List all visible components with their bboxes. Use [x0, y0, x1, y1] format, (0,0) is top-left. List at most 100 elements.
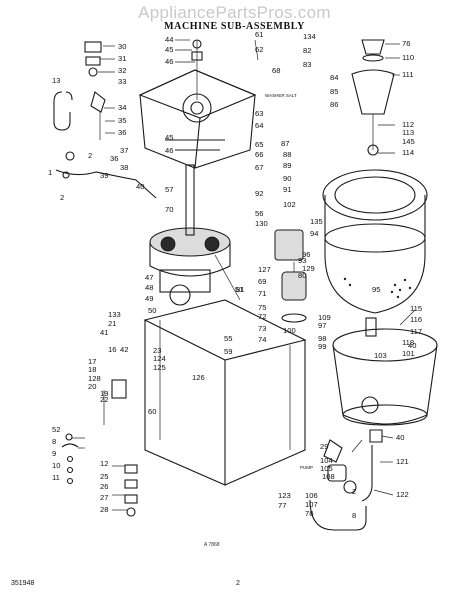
callout-label: 8 [352, 511, 356, 520]
callout-label: 100 [283, 326, 296, 335]
callout-label: 99 [318, 342, 326, 351]
callout-label: 126 [192, 373, 205, 382]
callout-label: 87 [281, 139, 289, 148]
callout-label: 51 [235, 285, 243, 294]
callout-label: 30 [118, 42, 126, 51]
callout-label: 33 [118, 77, 126, 86]
callout-label: 18 [88, 365, 96, 374]
callout-label: 57 [165, 185, 173, 194]
callout-label: 116 [410, 315, 422, 324]
callout-label: 113 [402, 128, 414, 137]
callout-label: 135 [310, 217, 323, 226]
figure-code: A 7868 [204, 542, 220, 548]
callout-label: 66 [255, 150, 263, 159]
callout-label: 68 [272, 66, 280, 75]
callout-label: 52 [52, 425, 60, 434]
callout-label: 111 [402, 70, 414, 79]
callout-label: 67 [255, 163, 263, 172]
callout-label: 97 [318, 321, 326, 330]
outer-tub-drawing [332, 317, 438, 426]
callout-label: 145 [402, 137, 415, 146]
callout-label: 129 [302, 264, 315, 273]
callout-label: 118 [402, 338, 414, 347]
callout-label: 96 [302, 250, 310, 259]
left-hardware-drawing [61, 379, 138, 517]
callout-label: 37 [120, 146, 128, 155]
callout-label: 48 [145, 283, 153, 292]
footer-page-number: 2 [236, 580, 240, 587]
callout-label: 121 [396, 457, 409, 466]
motor-drawing [274, 229, 307, 323]
callout-label: 78 [305, 509, 313, 518]
callout-label: 77 [278, 501, 286, 510]
footer-part-number: 351948 [11, 580, 35, 587]
pump-and-hose-drawing [309, 429, 383, 531]
callout-label: 46 [165, 146, 173, 155]
hose-and-clamp-drawing [53, 41, 157, 199]
callout-label: 71 [258, 289, 266, 298]
callout-label: 34 [118, 103, 126, 112]
callout-label: 46 [165, 57, 173, 66]
callout-label: 112 [402, 120, 414, 129]
callout-label: 93 [298, 256, 306, 265]
callout-label: 110 [402, 53, 414, 62]
callout-label: 91 [283, 185, 291, 194]
callout-label: 64 [255, 121, 263, 130]
callout-label: 55 [224, 334, 232, 343]
callout-label: 72 [258, 312, 266, 321]
callout-label: 38 [120, 163, 128, 172]
callout-label: 22 [100, 395, 108, 404]
callout-label: 42 [120, 345, 128, 354]
callout-label: 62 [255, 45, 263, 54]
callout-label: 134 [303, 32, 316, 41]
callout-label: 133 [108, 310, 121, 319]
callout-label: 2 [60, 193, 64, 202]
callout-label: 63 [255, 109, 263, 118]
callout-label: 94 [310, 229, 318, 238]
callout-label: 104 [320, 456, 333, 465]
support-plate-drawing [138, 39, 257, 169]
tub-basket-drawing [322, 39, 428, 314]
callout-label: 108 [322, 472, 335, 481]
callout-label: 40 [136, 182, 144, 191]
callout-label: 124 [153, 354, 166, 363]
callout-label: 65 [255, 140, 263, 149]
callout-label: 45 [165, 45, 173, 54]
callout-label: 44 [165, 35, 173, 44]
callout-label: 29 [320, 442, 328, 451]
callout-label: 39 [100, 171, 108, 180]
callout-label: 45 [165, 133, 173, 142]
callout-label: 26 [100, 482, 108, 491]
callout-label: 40 [408, 341, 416, 350]
callout-label: 81 [236, 285, 244, 294]
callout-label: 1 [48, 168, 52, 177]
callout-label: 74 [258, 335, 266, 344]
callout-label: 31 [118, 54, 126, 63]
callout-label: 23 [153, 346, 161, 355]
watermark: AppliancePartsPros.com [138, 3, 331, 22]
callout-label: 16 [108, 345, 116, 354]
callout-label: 25 [100, 472, 108, 481]
callout-label: 73 [258, 324, 266, 333]
callout-label: 10 [52, 461, 60, 470]
callout-label: 106 [305, 491, 318, 500]
callout-label: 128 [88, 374, 101, 383]
callout-label: 89 [283, 161, 291, 170]
callout-label: 13 [52, 76, 60, 85]
callout-label: 92 [255, 189, 263, 198]
leader-lines [72, 39, 416, 511]
callout-label: 90 [283, 174, 291, 183]
callout-label: 122 [396, 490, 409, 499]
callout-label: 41 [100, 328, 108, 337]
callout-label: 11 [52, 473, 60, 482]
callout-label: 75 [258, 303, 266, 312]
callout-label: 85 [330, 87, 338, 96]
callout-label: 82 [303, 46, 311, 55]
callout-label: 59 [224, 347, 232, 356]
callout-label: 21 [108, 319, 116, 328]
callout-label: 83 [303, 60, 311, 69]
callout-label: 19 [100, 389, 108, 398]
side-label: WASHER SALT [265, 93, 297, 98]
callout-label: 56 [255, 209, 263, 218]
